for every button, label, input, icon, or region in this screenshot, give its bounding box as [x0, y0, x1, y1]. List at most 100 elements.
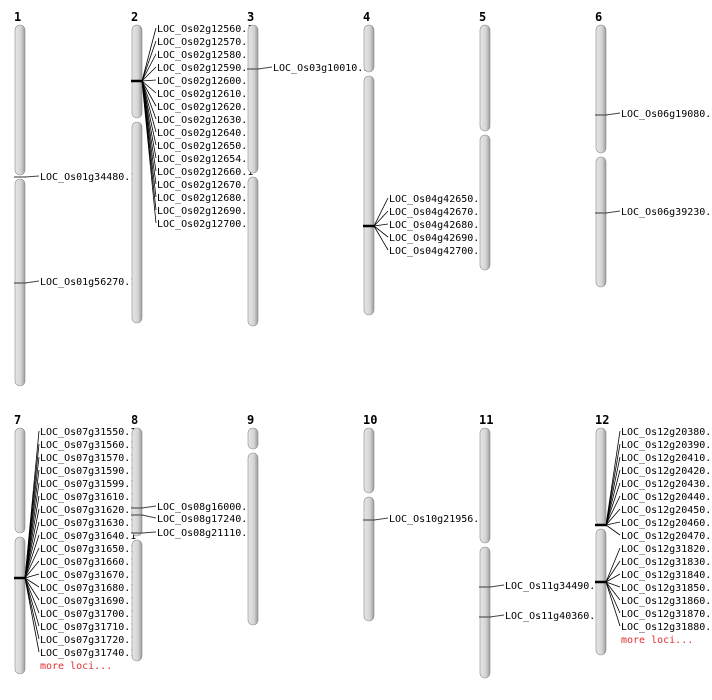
locus-label[interactable]: LOC_Os08g17240.1 [157, 514, 253, 525]
locus-label[interactable]: LOC_Os07g31650.1 [40, 544, 136, 555]
locus-label[interactable]: LOC_Os12g20440.1 [621, 492, 712, 503]
chromosome-arm-q[interactable] [131, 539, 143, 662]
locus-label[interactable]: LOC_Os07g31720.1 [40, 635, 136, 646]
locus-label[interactable]: LOC_Os10g21956.1 [389, 514, 485, 525]
locus-label[interactable]: LOC_Os02g12600.1 [157, 76, 253, 87]
locus-label[interactable]: LOC_Os02g12650.1 [157, 141, 253, 152]
locus-label[interactable]: LOC_Os04g42700.1 [389, 246, 485, 257]
chromosome-arm-q[interactable] [595, 528, 607, 656]
locus-label[interactable]: LOC_Os07g31560.1 [40, 440, 136, 451]
locus-label[interactable]: LOC_Os08g16000.1 [157, 502, 253, 513]
locus-label[interactable]: LOC_Os07g31680.1 [40, 583, 136, 594]
more-loci-link[interactable]: more loci... [621, 635, 693, 646]
locus-label[interactable]: LOC_Os02g12640.1 [157, 128, 253, 139]
locus-label[interactable]: LOC_Os02g12620.1 [157, 102, 253, 113]
locus-label[interactable]: LOC_Os04g42670.1 [389, 207, 485, 218]
chromosome-2[interactable]: 2LOC_Os02g12560.1LOC_Os02g12570.1LOC_Os0… [131, 10, 253, 324]
chromosome-arm-p[interactable] [131, 427, 143, 537]
chromosome-arm-q[interactable] [479, 546, 491, 679]
chromosome-arm-p[interactable] [479, 24, 491, 132]
locus-label[interactable]: LOC_Os12g20420.1 [621, 466, 712, 477]
locus-label[interactable]: LOC_Os06g39230.1 [621, 207, 712, 218]
locus-label[interactable]: LOC_Os02g12690.1 [157, 206, 253, 217]
chromosome-arm-p[interactable] [479, 427, 491, 544]
locus-label[interactable]: LOC_Os02g12610.1 [157, 89, 253, 100]
locus-label[interactable]: LOC_Os02g12570.1 [157, 37, 253, 48]
locus-label[interactable]: LOC_Os07g31610.1 [40, 492, 136, 503]
locus-label[interactable]: LOC_Os07g31710.1 [40, 622, 136, 633]
locus-label[interactable]: LOC_Os07g31740.1 [40, 648, 136, 659]
locus-label[interactable]: LOC_Os01g34480.1 [40, 172, 136, 183]
chromosome-4[interactable]: 4LOC_Os04g42650.1LOC_Os04g42670.1LOC_Os0… [363, 10, 485, 316]
locus-label[interactable]: LOC_Os01g56270.1 [40, 277, 136, 288]
locus-label[interactable]: LOC_Os02g12580.1 [157, 50, 253, 61]
chromosome-arm-p[interactable] [595, 427, 607, 526]
locus-label[interactable]: LOC_Os07g31690.1 [40, 596, 136, 607]
locus-label[interactable]: LOC_Os12g20460.1 [621, 518, 712, 529]
chromosome-arm-q[interactable] [14, 536, 26, 675]
locus-label[interactable]: LOC_Os04g42690.1 [389, 233, 485, 244]
chromosome-arm-q[interactable] [363, 75, 375, 316]
locus-label[interactable]: LOC_Os02g12700.1 [157, 219, 253, 230]
locus-label[interactable]: LOC_Os04g42650.1 [389, 194, 485, 205]
chromosome-arm-p[interactable] [363, 24, 375, 73]
chromosome-arm-p[interactable] [363, 427, 375, 494]
locus-label[interactable]: LOC_Os02g12680.1 [157, 193, 253, 204]
chromosome-arm-q[interactable] [247, 452, 259, 626]
chromosome-arm-q[interactable] [595, 156, 607, 288]
chromosome-arm-q[interactable] [247, 176, 259, 327]
locus-label[interactable]: LOC_Os06g19080.1 [621, 109, 712, 120]
more-loci-link[interactable]: more loci... [40, 661, 112, 672]
locus-label[interactable]: LOC_Os12g20450.1 [621, 505, 712, 516]
locus-label[interactable]: LOC_Os07g31640.1 [40, 531, 136, 542]
chromosome-arm-p[interactable] [595, 24, 607, 154]
locus-label[interactable]: LOC_Os07g31620.1 [40, 505, 136, 516]
locus-label[interactable]: LOC_Os02g12660.1 [157, 167, 253, 178]
chromosome-arm-p[interactable] [247, 427, 259, 450]
locus-label[interactable]: LOC_Os12g20390.1 [621, 440, 712, 451]
locus-label[interactable]: LOC_Os07g31670.1 [40, 570, 136, 581]
chromosome-arm-p[interactable] [14, 24, 26, 176]
locus-label[interactable]: LOC_Os02g12560.1 [157, 24, 253, 35]
locus-label[interactable]: LOC_Os02g12670.1 [157, 180, 253, 191]
chromosome-arm-p[interactable] [14, 427, 26, 534]
locus-label[interactable]: LOC_Os12g31830.1 [621, 557, 712, 568]
locus-label[interactable]: LOC_Os07g31660.1 [40, 557, 136, 568]
chromosome-arm-q[interactable] [479, 134, 491, 271]
locus-label[interactable]: LOC_Os07g31570.1 [40, 453, 136, 464]
locus-label[interactable]: LOC_Os07g31550.1 [40, 427, 136, 438]
locus-label[interactable]: LOC_Os03g10010.1 [273, 63, 369, 74]
locus-label[interactable]: LOC_Os02g12654.1 [157, 154, 253, 165]
locus-label[interactable]: LOC_Os11g34490.1 [505, 581, 601, 592]
locus-label[interactable]: LOC_Os12g20430.1 [621, 479, 712, 490]
locus-label[interactable]: LOC_Os02g12590.1 [157, 63, 253, 74]
chromosome-8[interactable]: 8LOC_Os08g16000.1LOC_Os08g17240.1LOC_Os0… [131, 413, 253, 662]
locus-label[interactable]: LOC_Os12g31840.1 [621, 570, 712, 581]
chromosome-12[interactable]: 12LOC_Os12g20380.1LOC_Os12g20390.1LOC_Os… [595, 413, 712, 656]
locus-label[interactable]: LOC_Os02g12630.1 [157, 115, 253, 126]
locus-label[interactable]: LOC_Os07g31630.1 [40, 518, 136, 529]
chromosome-9[interactable]: 9 [247, 413, 259, 626]
chromosome-arm-p[interactable] [131, 24, 143, 119]
locus-label[interactable]: LOC_Os12g31860.1 [621, 596, 712, 607]
chromosome-arm-q[interactable] [131, 121, 143, 324]
locus-label[interactable]: LOC_Os12g31870.1 [621, 609, 712, 620]
locus-label[interactable]: LOC_Os12g31850.1 [621, 583, 712, 594]
locus-label[interactable]: LOC_Os07g31599.1 [40, 479, 136, 490]
chromosome-arm-q[interactable] [363, 496, 375, 622]
chromosome-arm-p[interactable] [247, 24, 259, 174]
locus-label[interactable]: LOC_Os12g20410.1 [621, 453, 712, 464]
locus-label[interactable]: LOC_Os07g31700.1 [40, 609, 136, 620]
chromosome-7[interactable]: 7LOC_Os07g31550.1LOC_Os07g31560.1LOC_Os0… [14, 413, 136, 675]
locus-label[interactable]: LOC_Os11g40360.1 [505, 611, 601, 622]
locus-label[interactable]: LOC_Os07g31590.1 [40, 466, 136, 477]
locus-label[interactable]: LOC_Os12g20470.1 [621, 531, 712, 542]
locus-label[interactable]: LOC_Os04g42680.1 [389, 220, 485, 231]
locus-label[interactable]: LOC_Os08g21110.1 [157, 528, 253, 539]
locus-label[interactable]: LOC_Os12g31880.1 [621, 622, 712, 633]
